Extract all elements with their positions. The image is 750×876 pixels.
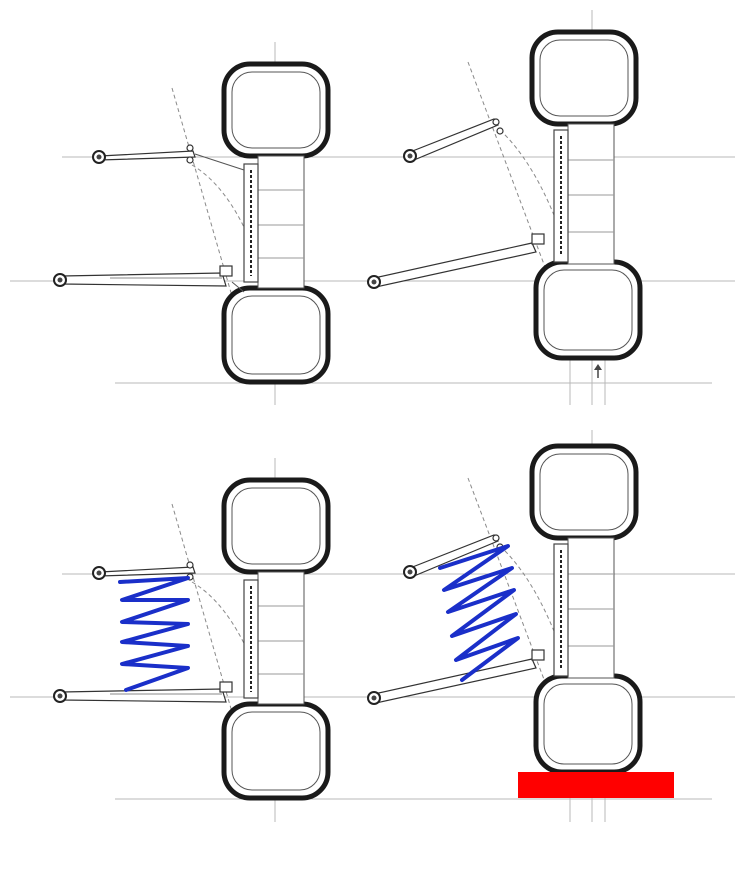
upper-control-arm — [409, 118, 499, 161]
lower-control-arm — [373, 242, 537, 288]
lower-ball-joint — [531, 649, 545, 661]
lower-tire — [533, 673, 643, 775]
lower-tire — [221, 701, 331, 801]
lower-ball-joint — [219, 265, 233, 277]
coil-spring — [118, 576, 190, 692]
upper-control-arm — [99, 150, 196, 161]
panel-bump-with-spring — [367, 430, 674, 822]
steering-curve — [191, 164, 251, 241]
upper-ball-joint — [492, 118, 500, 126]
upper-ball-joint — [186, 561, 194, 569]
kingpin-axis-line — [467, 477, 549, 691]
panel-static-no-spring — [10, 42, 735, 405]
wheel-hub — [257, 571, 305, 705]
steering-curve — [499, 129, 557, 221]
panel-static-with-spring — [10, 458, 735, 822]
wheel-hub — [567, 537, 615, 679]
upper-tire — [221, 61, 331, 159]
bump-obstacle — [518, 772, 674, 798]
lower-control-arm — [61, 272, 227, 287]
upper-tire — [529, 29, 639, 127]
lower-ball-joint — [219, 681, 233, 693]
lower-ball-joint — [531, 233, 545, 245]
upper-tire — [221, 477, 331, 575]
lower-control-arm — [61, 688, 227, 703]
upper-ball-joint — [492, 534, 500, 542]
wheel-hub — [257, 155, 305, 289]
lower-tire — [533, 259, 643, 361]
upper-ball-joint — [186, 144, 194, 152]
coil-spring — [438, 544, 520, 682]
panel-bump-no-spring — [367, 10, 643, 405]
lower-control-arm — [373, 658, 537, 704]
steering-curve — [191, 581, 251, 657]
upper-tire — [529, 443, 639, 541]
upper-control-arm — [99, 566, 196, 577]
wheel-hub — [567, 123, 615, 265]
lower-tire — [221, 285, 331, 385]
steering-curve — [499, 545, 557, 637]
